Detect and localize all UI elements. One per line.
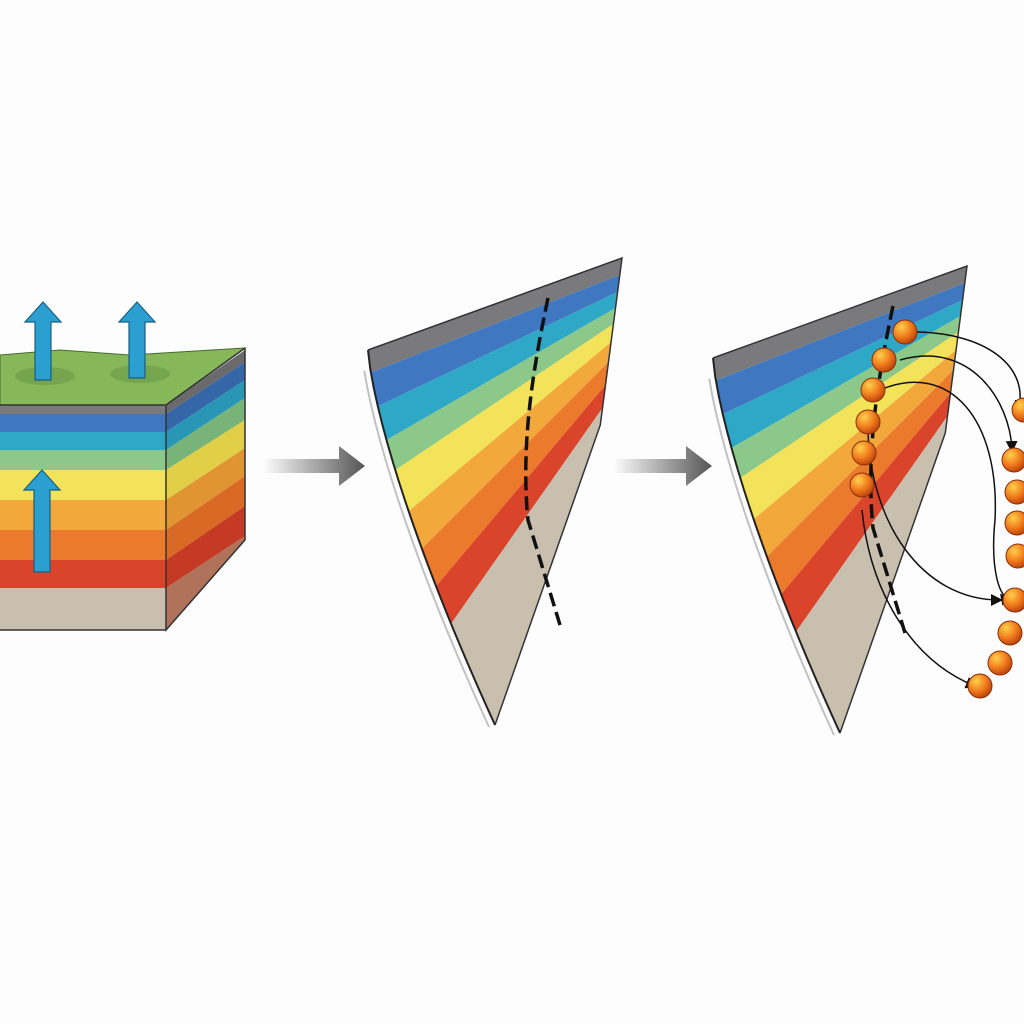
side-layer [166, 476, 245, 560]
arrow-up-icon [22, 469, 62, 573]
front-layer [0, 450, 166, 470]
particle [851, 440, 877, 466]
side-layer [166, 448, 245, 530]
particle-path [904, 331, 1024, 413]
particle [967, 673, 993, 699]
front-layer [0, 405, 166, 414]
particle [1011, 397, 1024, 423]
arrow-up-icon [117, 301, 157, 379]
front-layer [0, 432, 166, 450]
front-layer [0, 530, 166, 560]
fault-line [524, 297, 562, 626]
side-layer [166, 398, 245, 470]
front-layer [0, 500, 166, 530]
particle-path [867, 429, 1003, 606]
particle [892, 319, 918, 345]
particle-path [899, 355, 1018, 453]
side-layer [166, 350, 245, 414]
rock-layer [395, 324, 614, 512]
rock-layer [436, 385, 606, 624]
particle-path [879, 381, 1013, 606]
particle [1005, 543, 1024, 569]
particle-path [861, 509, 978, 689]
rock-layer [386, 308, 616, 470]
layered-block [0, 301, 247, 632]
rock-layer [370, 275, 620, 407]
particle [849, 472, 875, 498]
particle [855, 409, 881, 435]
folded-layer-panel [363, 256, 623, 728]
particle [997, 620, 1023, 646]
panel-outline [367, 256, 623, 726]
rock-layer [731, 316, 961, 478]
panel-edge [367, 349, 496, 726]
rock-layer [421, 362, 609, 587]
rock-layer [368, 258, 622, 373]
particle [860, 377, 886, 403]
arrow-right-icon [262, 446, 365, 486]
side-layer [166, 380, 245, 450]
rock-layer [715, 283, 965, 415]
side-layer [166, 506, 245, 588]
particle [871, 347, 897, 373]
side-layer [166, 420, 245, 500]
rock-layer [740, 332, 959, 520]
rock-layer [781, 393, 951, 632]
panel-shadow [363, 370, 490, 728]
particle [1004, 510, 1024, 536]
particle [1001, 447, 1024, 473]
particle [1004, 479, 1024, 505]
particle [987, 650, 1013, 676]
rock-layer-base [451, 408, 603, 725]
block-edges [0, 347, 246, 632]
front-layer [0, 588, 166, 630]
side-layer [166, 362, 245, 432]
front-layer [0, 414, 166, 432]
rock-layer [377, 292, 618, 440]
panel-edge [712, 357, 841, 734]
flow-arrows [262, 446, 712, 486]
panel-shadow [708, 378, 835, 736]
rock-layer [713, 266, 967, 381]
arrow-up-icon [23, 301, 63, 381]
panel-outline [712, 264, 968, 734]
particle [1002, 587, 1024, 613]
front-layer [0, 560, 166, 588]
arrow-right-icon [612, 446, 712, 486]
rock-layer-base [796, 416, 948, 733]
particle-paths [849, 319, 1024, 699]
rock-layer [408, 342, 612, 549]
front-layer [0, 470, 166, 500]
